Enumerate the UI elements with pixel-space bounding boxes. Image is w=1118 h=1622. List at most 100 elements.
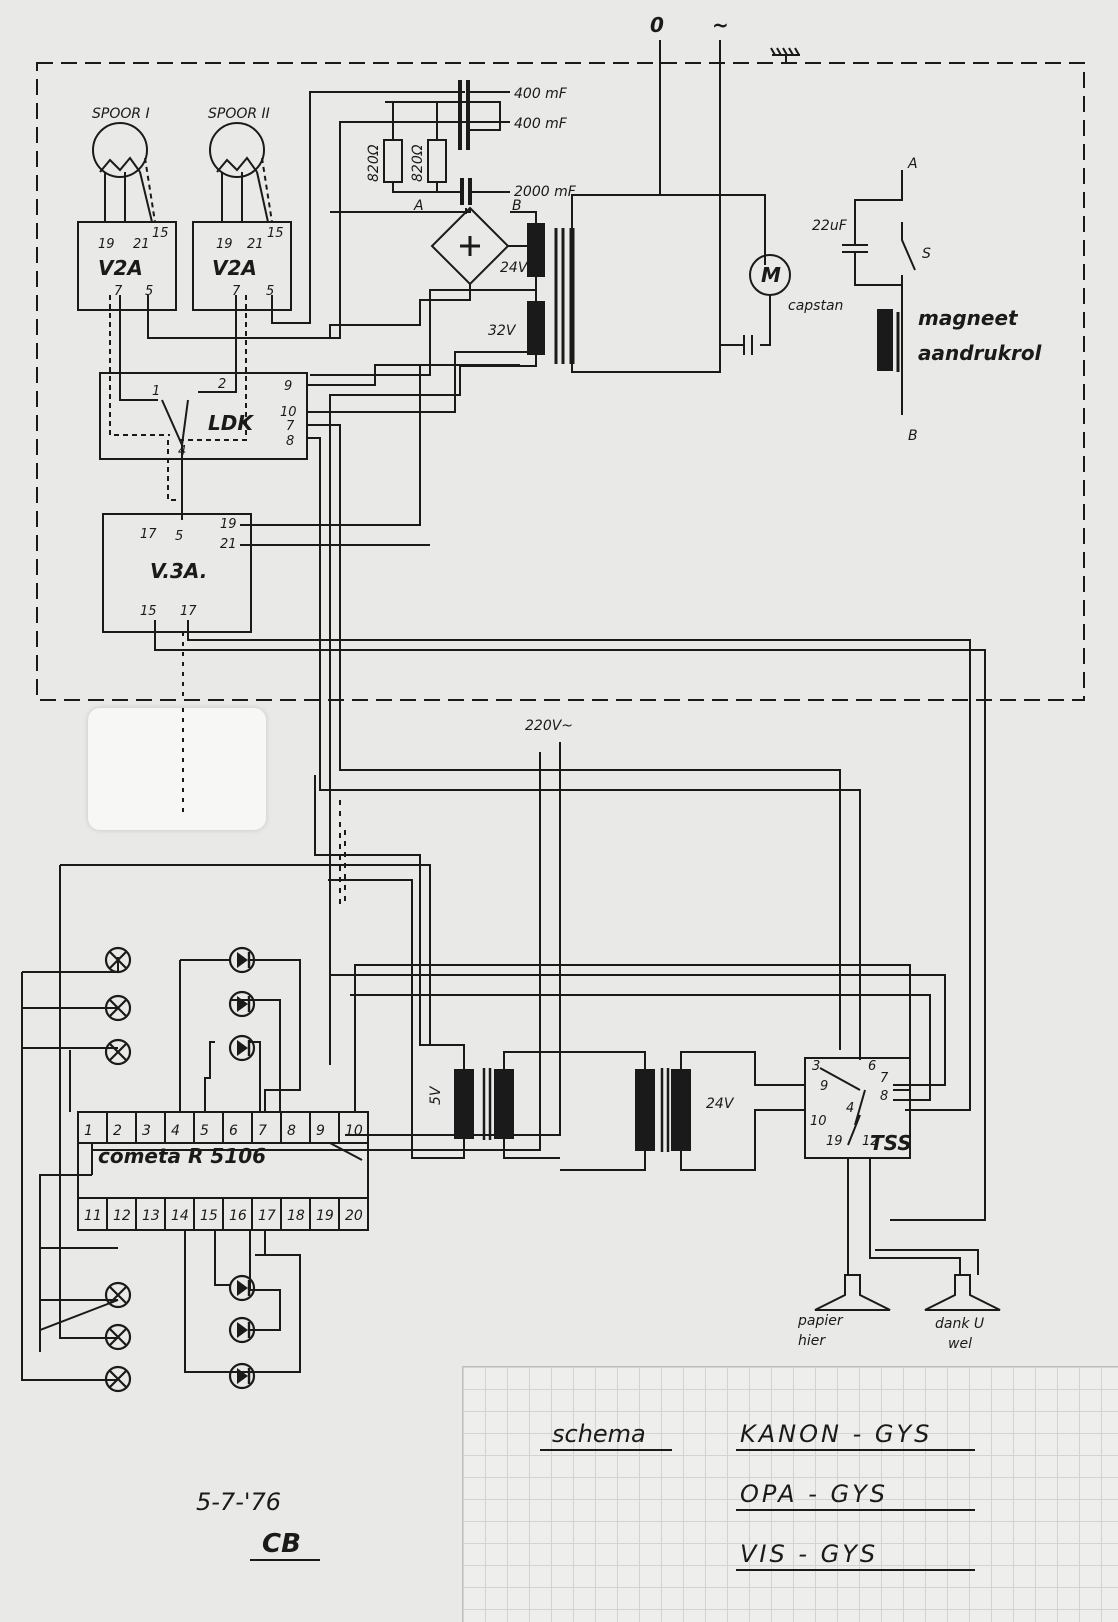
label-capstan: capstan	[788, 298, 843, 314]
pin-ldk-9: 9	[284, 379, 292, 394]
label-r820-1: 820Ω	[366, 144, 382, 182]
label-speaker1-line2: hier	[798, 1333, 826, 1349]
ground-icon	[770, 47, 800, 63]
connector-pin-5: 5	[200, 1123, 209, 1139]
connector-pin-16: 16	[229, 1208, 247, 1224]
label-speaker2-line2: wel	[948, 1336, 972, 1352]
label-node-a: A	[413, 198, 424, 214]
connector-pin-17: 17	[258, 1208, 276, 1224]
sticky-note	[88, 708, 266, 830]
connector-pin-11: 11	[84, 1208, 102, 1224]
v2a-module-2	[192, 221, 292, 311]
tss-module	[804, 1057, 911, 1159]
label-tilde: ~	[712, 13, 729, 37]
pin-v2a2-7: 7	[232, 284, 241, 299]
resistor-820-1	[383, 139, 403, 183]
label-term-b: B	[908, 428, 918, 444]
pin-ldk-10: 10	[280, 405, 297, 420]
label-spoor1: SPOOR I	[92, 106, 150, 122]
connector-top-row: 1 2 3 4 5 6 7 8 9 10	[84, 1113, 363, 1144]
pin-tss-9: 9	[820, 1079, 828, 1094]
connector-pin-10: 10	[345, 1123, 363, 1139]
pin-ldk-8: 8	[286, 434, 294, 449]
title-line-3: VIS - GYS	[740, 1540, 878, 1568]
connector-pin-12: 12	[113, 1208, 131, 1224]
transformer-24v-winding	[527, 223, 545, 277]
label-zero: 0	[650, 13, 664, 37]
lamp-3-icon	[104, 1038, 132, 1066]
connector-pin-14: 14	[171, 1208, 189, 1224]
pin-v2a1-5: 5	[145, 284, 153, 299]
pin-tss-10: 10	[810, 1114, 827, 1129]
title-line-2: OPA - GYS	[740, 1480, 888, 1508]
connector-pin-7: 7	[258, 1123, 267, 1139]
label-cap2000: 2000 mF	[514, 184, 577, 200]
connector-pin-3: 3	[142, 1123, 151, 1139]
enclosure-dashed	[36, 62, 1085, 701]
label-r820-2: 820Ω	[410, 144, 426, 182]
label-term-a: A	[907, 156, 918, 172]
transformer-24v-primary	[635, 1069, 655, 1151]
pin-tss-4: 4	[846, 1101, 854, 1116]
pin-ldk-4: 4	[178, 444, 186, 459]
transformer-24v-secondary	[671, 1069, 691, 1151]
pin-ldk-1: 1	[152, 384, 160, 399]
connector-pin-2: 2	[113, 1123, 122, 1139]
pin-v2a1-21: 21	[133, 237, 150, 252]
spoor2-coil	[209, 122, 265, 178]
pin-v3a-5: 5	[175, 529, 183, 544]
pin-v2a1-19: 19	[98, 237, 115, 252]
pin-v2a2-5: 5	[266, 284, 274, 299]
connector-pin-13: 13	[142, 1208, 160, 1224]
label-24v: 24V	[500, 260, 529, 276]
connector-pin-20: 20	[345, 1208, 363, 1224]
pin-v2a2-15: 15	[267, 226, 284, 241]
signature: CB	[262, 1529, 301, 1559]
transformer-5v-primary	[454, 1069, 474, 1139]
pin-v2a2-21: 21	[247, 237, 264, 252]
connector-pin-1: 1	[84, 1123, 93, 1139]
label-aandrukrol: aandrukrol	[918, 341, 1043, 365]
pin-v2a1-7: 7	[114, 284, 123, 299]
pin-tss-7: 7	[880, 1071, 889, 1086]
v2a-module-1	[77, 221, 177, 311]
pin-ldk-7: 7	[286, 419, 295, 434]
connector-pin-18: 18	[287, 1208, 305, 1224]
title-line-1: KANON - GYS	[740, 1420, 932, 1448]
cometa-connector	[77, 1111, 369, 1231]
label-cap400-b: 400 mF	[514, 116, 568, 132]
transformer-32v-winding	[527, 301, 545, 355]
pin-tss-12: 12	[862, 1134, 879, 1149]
title-heading: schema	[552, 1420, 646, 1448]
label-ldk: LDK	[208, 411, 254, 435]
resistor-820-2	[427, 139, 447, 183]
label-32v: 32V	[488, 323, 517, 339]
led-6-icon	[228, 1362, 256, 1390]
v3a-module	[102, 513, 252, 633]
connector-pin-9: 9	[316, 1123, 325, 1139]
label-node-b: B	[512, 198, 522, 214]
connector-pin-6: 6	[229, 1123, 238, 1139]
pin-tss-8: 8	[880, 1089, 888, 1104]
label-mains: 220V~	[525, 718, 573, 734]
pin-ldk-2: 2	[218, 377, 226, 392]
pin-v3a-15: 15	[140, 604, 157, 619]
pin-v3a-21: 21	[220, 537, 237, 552]
label-motor: M	[761, 263, 781, 287]
pin-v2a1-15: 15	[152, 226, 169, 241]
ldk-module	[99, 372, 308, 460]
pin-v3a-17b: 17	[180, 604, 197, 619]
speaker-papier-hier	[814, 1274, 891, 1311]
connector-pin-4: 4	[171, 1123, 180, 1139]
connector-pin-8: 8	[287, 1123, 296, 1139]
label-22uf: 22uF	[812, 218, 848, 234]
pin-tss-6: 6	[868, 1059, 876, 1074]
spoor1-coil	[92, 122, 148, 178]
label-tss: TSS	[870, 1131, 912, 1155]
lamp-4-icon	[104, 1281, 132, 1309]
magneet-coil	[877, 309, 893, 371]
label-switch-s: S	[922, 246, 931, 262]
led-2-icon	[228, 990, 256, 1018]
label-spoor2: SPOOR II	[208, 106, 270, 122]
